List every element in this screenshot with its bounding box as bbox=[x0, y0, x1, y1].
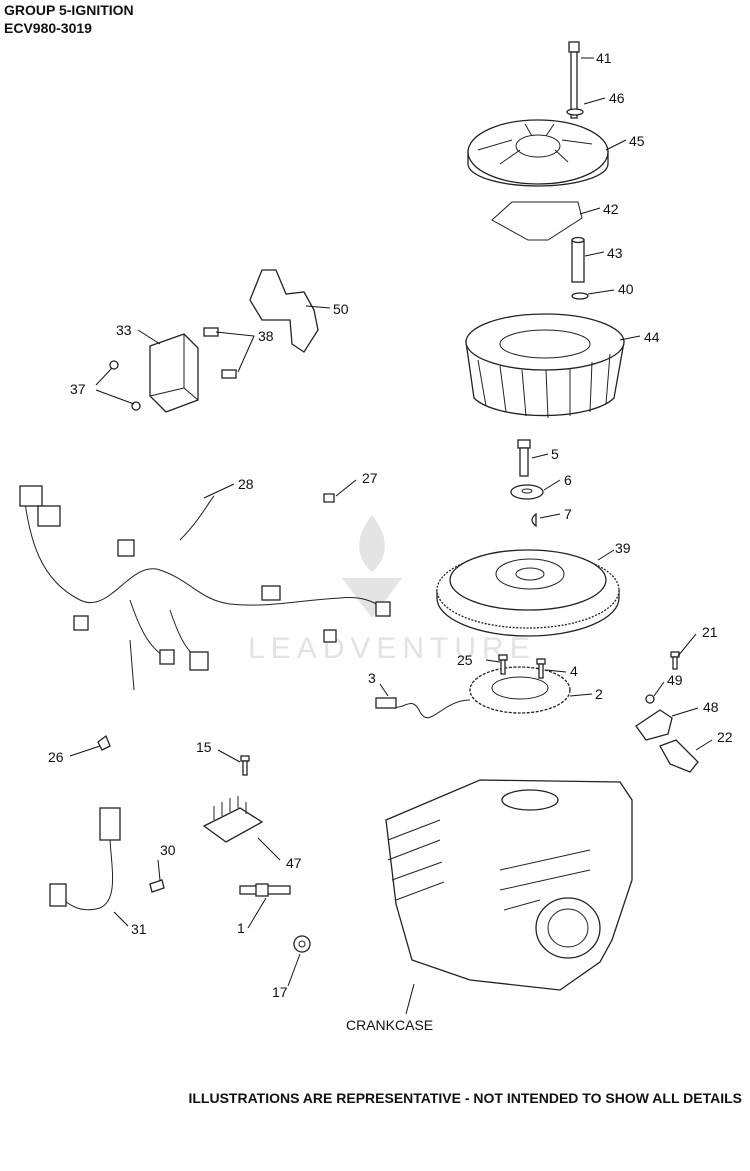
part-38-studs bbox=[203, 327, 237, 379]
crankcase bbox=[385, 779, 633, 991]
callout-3: 3 bbox=[368, 670, 376, 686]
model-number: ECV980-3019 bbox=[4, 20, 92, 36]
part-3-connector bbox=[375, 697, 471, 719]
callout-48: 48 bbox=[703, 699, 719, 715]
part-44-fan bbox=[465, 313, 625, 419]
part-37-nuts bbox=[109, 360, 141, 411]
part-17-cap bbox=[293, 935, 311, 953]
callout-33: 33 bbox=[116, 322, 132, 338]
callout-6: 6 bbox=[564, 472, 572, 488]
callout-49: 49 bbox=[667, 672, 683, 688]
callout-5: 5 bbox=[551, 446, 559, 462]
callout-22: 22 bbox=[717, 729, 733, 745]
callout-2: 2 bbox=[595, 686, 603, 702]
part-25-screw bbox=[498, 654, 508, 675]
callout-42: 42 bbox=[603, 201, 619, 217]
part-49-nut bbox=[645, 694, 655, 704]
callout-47: 47 bbox=[286, 855, 302, 871]
part-27-clip bbox=[323, 493, 335, 503]
callout-46: 46 bbox=[609, 90, 625, 106]
callout-28: 28 bbox=[238, 476, 254, 492]
callout-17: 17 bbox=[272, 984, 288, 1000]
group-title: GROUP 5-IGNITION bbox=[4, 2, 134, 18]
part-2-stator bbox=[469, 666, 571, 714]
part-6-washer bbox=[510, 484, 544, 500]
callout-41: 41 bbox=[596, 50, 612, 66]
part-45-cover bbox=[467, 119, 609, 187]
callout-44: 44 bbox=[644, 329, 660, 345]
callout-30: 30 bbox=[160, 842, 176, 858]
callout-39: 39 bbox=[615, 540, 631, 556]
callout-27: 27 bbox=[362, 470, 378, 486]
callout-31: 31 bbox=[131, 921, 147, 937]
part-5-bolt bbox=[517, 439, 531, 477]
callout-37: 37 bbox=[70, 381, 86, 397]
part-42-gasket bbox=[491, 201, 583, 241]
part-43-spacer bbox=[571, 236, 585, 283]
part-31-coil bbox=[49, 807, 121, 911]
part-7-key bbox=[531, 512, 537, 528]
part-40-washer bbox=[571, 292, 589, 300]
watermark-text: LEADVENTURE bbox=[248, 632, 536, 665]
callout-7: 7 bbox=[564, 506, 572, 522]
callout-21: 21 bbox=[702, 624, 718, 640]
part-4-screw bbox=[536, 658, 546, 679]
callout-26: 26 bbox=[48, 749, 64, 765]
part-50-bracket bbox=[249, 269, 319, 353]
part-28-harness bbox=[19, 485, 391, 691]
callout-15: 15 bbox=[196, 739, 212, 755]
callout-1: 1 bbox=[237, 920, 245, 936]
part-21-screw bbox=[670, 651, 680, 670]
part-39-flywheel bbox=[436, 549, 620, 637]
leader-lines bbox=[69, 57, 713, 1015]
part-41-screw bbox=[568, 41, 580, 119]
part-48-bracket bbox=[635, 709, 673, 741]
callout-45: 45 bbox=[629, 133, 645, 149]
part-1-spark-plug bbox=[239, 883, 291, 897]
part-22-sensor bbox=[659, 739, 699, 773]
callout-50: 50 bbox=[333, 301, 349, 317]
callout-43: 43 bbox=[607, 245, 623, 261]
part-33-module bbox=[149, 333, 199, 413]
callout-4: 4 bbox=[570, 663, 578, 679]
callout-crankcase: CRANKCASE bbox=[346, 1017, 433, 1033]
callout-38: 38 bbox=[258, 328, 274, 344]
part-47-rectifier bbox=[202, 796, 264, 843]
callout-40: 40 bbox=[618, 281, 634, 297]
part-26-clip bbox=[97, 734, 111, 751]
part-30-clamp bbox=[149, 879, 165, 893]
part-15-screw bbox=[240, 755, 250, 776]
callout-25: 25 bbox=[457, 652, 473, 668]
part-46-washer bbox=[566, 108, 584, 116]
footer-disclaimer: ILLUSTRATIONS ARE REPRESENTATIVE - NOT I… bbox=[188, 1090, 742, 1106]
watermark-logo bbox=[342, 515, 402, 618]
callout-labels: 41 46 45 42 43 40 44 50 33 38 37 5 6 7 2… bbox=[48, 50, 733, 1033]
